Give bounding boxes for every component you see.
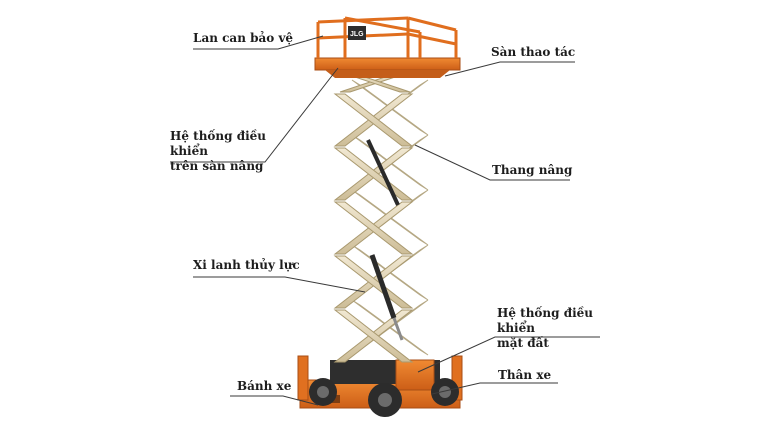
scissor-stack [333, 71, 429, 363]
label-platform-control-line-2: trên sàn nâng [170, 159, 264, 173]
leader-lines [170, 35, 600, 406]
label-wheel: Bánh xe [237, 379, 292, 393]
label-platform-control: Hệ thống điều khiển trên sàn nâng [170, 129, 290, 174]
label-ground-control-line-1: Hệ thống điều khiển [497, 306, 594, 335]
label-scissor: Thang nâng [492, 163, 573, 177]
label-cylinder: Xi lanh thủy lực [193, 258, 300, 272]
work-platform [314, 57, 461, 78]
platform-control-box [348, 26, 366, 40]
label-platform: Sàn thao tác [491, 45, 576, 59]
guardrail [316, 16, 458, 58]
label-ground-control: Hệ thống điều khiển mặt đất [497, 306, 617, 351]
label-platform-control-line-1: Hệ thống điều khiển [170, 129, 267, 158]
brand-mark: JLG [350, 31, 364, 38]
label-chassis: Thân xe [498, 368, 552, 382]
hydraulic-cylinders [366, 139, 404, 341]
label-guardrail: Lan can bảo vệ [193, 31, 294, 45]
label-ground-control-line-2: mặt đất [497, 336, 549, 350]
wheels [309, 378, 459, 417]
